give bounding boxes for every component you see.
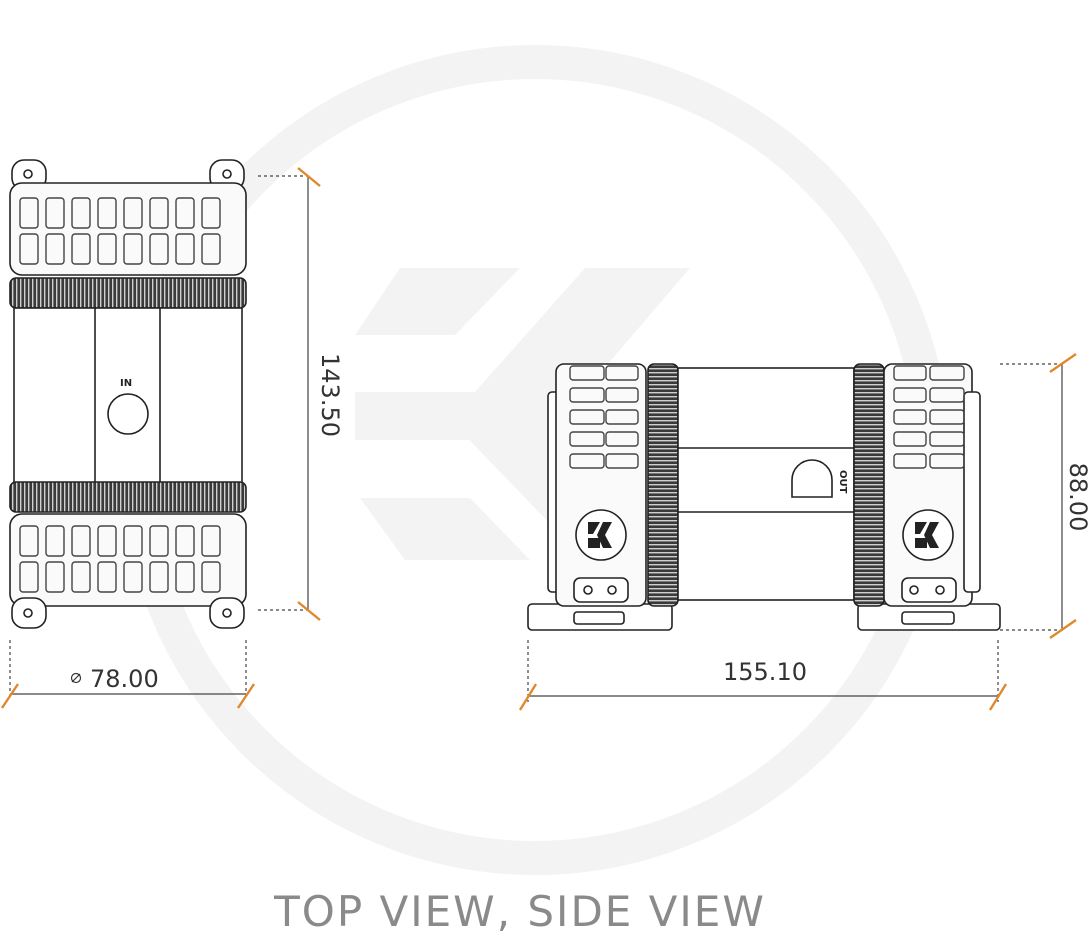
top-view-diameter-value: 78.00 [90,665,159,693]
side-view-height-value: 88.00 [1064,463,1092,532]
side-view-height-dimension [1000,353,1077,639]
side-view-width-value: 155.10 [723,658,807,686]
top-view-diameter-dimension [1,640,255,709]
ek-logo-icon [915,522,939,548]
ek-logo-icon [588,522,612,548]
top-view-height-dimension [258,167,321,621]
top-view-height-value: 143.50 [316,353,344,437]
side-view-drawing [527,363,1001,631]
top-view-port-label: IN [120,378,132,389]
side-view-port-label: OUT [837,470,848,494]
side-view-width-dimension [518,640,1008,711]
top-view-drawing [9,159,247,629]
diagram-title: TOP VIEW, SIDE VIEW [273,887,766,936]
